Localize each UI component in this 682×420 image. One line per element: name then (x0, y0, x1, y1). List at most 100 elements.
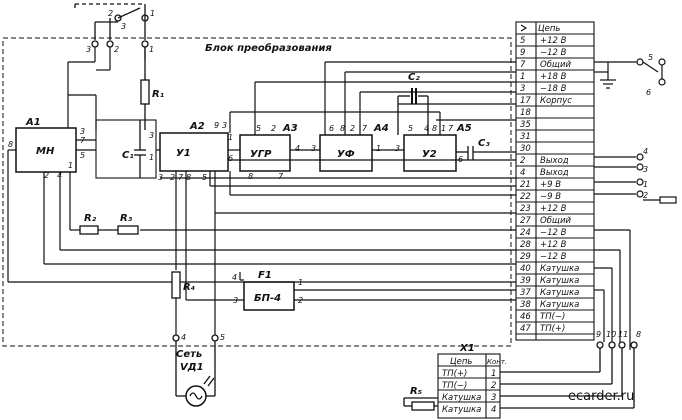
connector-label: Катушка (540, 300, 579, 310)
svg-text:2: 2 (271, 124, 276, 133)
connector-label: Выход (540, 156, 569, 166)
connector-label: +12 В (540, 36, 567, 46)
connector-pin: 46 (520, 312, 531, 322)
svg-text:7: 7 (278, 172, 284, 181)
svg-text:4: 4 (181, 333, 186, 342)
svg-text:6: 6 (646, 88, 651, 97)
connector-pin: 22 (520, 192, 531, 202)
top-switch: 2 1 3 3 2 1 (74, 3, 155, 54)
signal-wires (7, 47, 516, 335)
svg-text:1: 1 (149, 153, 154, 162)
block-title: Блок преобразования (205, 42, 332, 54)
connector-label: Корпус (540, 96, 572, 106)
capacitor-c3: C₃ (456, 138, 490, 160)
connector-pin: 28 (520, 240, 531, 250)
resistor-r3: R₃ (117, 213, 139, 235)
right-terminals: 5 6 4 3 1 2 (594, 53, 677, 350)
connector-pin: 29 (520, 252, 531, 262)
connector-pin: 47 (520, 324, 531, 334)
svg-text:3: 3 (395, 144, 400, 153)
svg-text:3: 3 (643, 165, 648, 174)
lamp-ref: VД1 (180, 362, 204, 373)
block-a4 (319, 134, 373, 172)
x1-row-contact: 4 (491, 405, 496, 415)
svg-text:10: 10 (606, 330, 616, 339)
connector-label: +12 В (540, 204, 567, 214)
mains-lamp: 4 5 Сеть VД1 (172, 333, 225, 407)
svg-text:3: 3 (80, 127, 85, 136)
svg-text:5: 5 (80, 151, 85, 160)
svg-text:5: 5 (408, 124, 413, 133)
svg-text:4: 4 (643, 147, 648, 156)
block-f1-ref: F1 (258, 270, 272, 281)
connector-pin: 21 (520, 180, 531, 190)
connector-pin: 24 (520, 228, 531, 238)
svg-text:1: 1 (149, 45, 154, 54)
svg-text:4: 4 (424, 124, 429, 133)
connector-label: Катушка (540, 276, 579, 286)
resistor-r2: R₂ (79, 213, 99, 235)
connector-pin: 37 (520, 288, 531, 298)
svg-text:1: 1 (376, 144, 381, 153)
r3-label: R₃ (120, 213, 133, 224)
svg-text:8: 8 (8, 140, 13, 149)
block-a5-name: У2 (422, 149, 437, 160)
connector-label: Катушка (540, 288, 579, 298)
svg-text:7: 7 (448, 124, 454, 133)
block-a5-ref: A5 (456, 123, 472, 134)
svg-text:9: 9 (214, 121, 219, 130)
connector-pin: 4 (520, 168, 525, 178)
connector-label: −12 В (540, 252, 567, 262)
x1-header-circuit: Цепь (450, 357, 472, 367)
connector-label: −12 В (540, 48, 567, 58)
svg-text:4: 4 (232, 273, 237, 282)
connector-pin: 1 (520, 72, 525, 82)
connector-header: Цепь (538, 24, 560, 34)
capacitor-c1: C₁ (95, 119, 157, 179)
svg-text:1: 1 (643, 180, 648, 189)
svg-text:5: 5 (256, 124, 261, 133)
connector-label: +9 В (540, 180, 561, 190)
svg-text:3: 3 (222, 121, 227, 130)
svg-text:1: 1 (298, 278, 303, 287)
r5-label: R₅ (410, 386, 422, 397)
connector-pin: 2 (520, 156, 525, 166)
block-a2 (159, 132, 229, 172)
svg-text:2: 2 (44, 171, 49, 180)
connector-label: ТП(+) (540, 324, 565, 334)
connector-pin: 27 (520, 216, 531, 226)
connector-label: −9 В (540, 192, 561, 202)
connector-label: −18 В (540, 84, 567, 94)
block-f1 (243, 281, 295, 311)
svg-text:3: 3 (121, 22, 126, 31)
connector-pin: 7 (520, 60, 526, 70)
c2-label: C₂ (408, 72, 420, 83)
r1-label: R₁ (152, 89, 164, 100)
block-a3-ref: A3 (282, 123, 298, 134)
resistor-r4: R₄ (171, 271, 195, 299)
block-a3 (239, 134, 291, 172)
svg-text:1: 1 (228, 133, 233, 142)
x1-row-circuit: Катушка (442, 393, 481, 403)
connector-pin: 18 (520, 108, 531, 118)
connector-label: +12 В (540, 240, 567, 250)
x1-row-contact: 3 (491, 393, 496, 403)
connector-pin: 38 (520, 300, 531, 310)
svg-text:2: 2 (298, 296, 303, 305)
svg-text:9: 9 (596, 330, 601, 339)
block-a4-ref: A4 (373, 123, 389, 134)
lamp-name: Сеть (176, 349, 202, 360)
connector-label: Общий (540, 60, 571, 70)
bottom-terminals: 9 10 11 8 (500, 330, 641, 409)
svg-text:3: 3 (311, 144, 316, 153)
connector-pin: 23 (520, 204, 531, 214)
svg-text:8: 8 (248, 172, 253, 181)
connector-label: −12 В (540, 228, 567, 238)
r4-label: R₄ (183, 282, 195, 293)
x1-row-contact: 1 (491, 369, 496, 379)
block-a3-name: УГР (250, 149, 272, 160)
svg-text:3: 3 (233, 296, 238, 305)
svg-text:2: 2 (114, 45, 119, 54)
